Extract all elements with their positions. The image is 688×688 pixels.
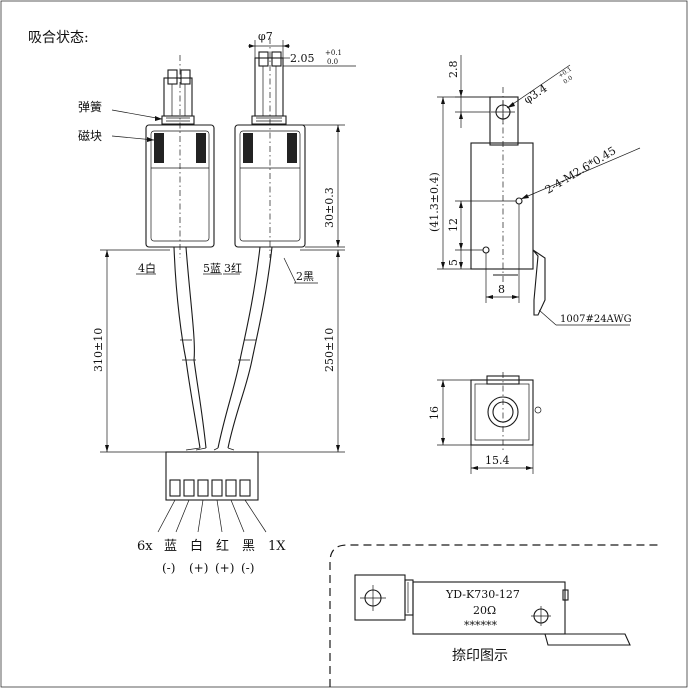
side-view xyxy=(470,87,546,316)
connector xyxy=(157,451,267,533)
d205-tol-up: +0.1 xyxy=(325,49,342,57)
print-illustration xyxy=(354,574,631,646)
pin2-label: 2黑 xyxy=(296,270,314,283)
magnet-label: 磁块 xyxy=(78,128,102,143)
d205-tol-dn: 0.0 xyxy=(327,58,338,66)
conn-name-black: 黑 xyxy=(242,539,255,554)
dim-12 xyxy=(455,200,516,251)
conn-name-red: 红 xyxy=(216,538,229,554)
m26-leader xyxy=(520,147,641,200)
spring-label: 弹簧 xyxy=(78,99,102,114)
dim-41.3 xyxy=(437,96,490,270)
right-solenoid xyxy=(234,38,306,258)
d250-label: 250±10 xyxy=(323,328,336,372)
d28-label: 2.8 xyxy=(447,61,460,79)
dim-250 xyxy=(258,249,345,453)
dim-310 xyxy=(100,249,170,453)
print-caption: 捺印图示 xyxy=(452,648,508,664)
print-model: YD-K730-127 xyxy=(445,588,520,601)
d30-label: 30±0.3 xyxy=(323,187,336,228)
polarity-blue: (-) xyxy=(162,561,175,575)
d8-label: 8 xyxy=(498,283,505,296)
conn-name-white: 白 xyxy=(190,538,203,554)
wire-label: 1007#24AWG xyxy=(560,314,632,325)
m26-label: 2-4-M2.6*0.45 xyxy=(543,144,618,196)
front-view xyxy=(470,372,542,452)
left-solenoid xyxy=(145,55,215,258)
wire-leader xyxy=(538,309,557,326)
d12-label: 12 xyxy=(447,218,460,232)
d205-label: 2.05 xyxy=(290,52,315,65)
phi34-tol-dn: 0.0 xyxy=(562,74,574,85)
phi34-leader xyxy=(506,64,571,109)
pin3-label: 3红 xyxy=(224,262,242,275)
polarity-black: (-) xyxy=(241,561,254,575)
d154-label: 15.4 xyxy=(485,454,510,467)
dim-30 xyxy=(285,124,345,248)
dim-5 xyxy=(459,250,463,269)
title: 吸合状态: xyxy=(28,30,89,46)
d16-label: 16 xyxy=(428,406,441,420)
conn-name-1x: 1X xyxy=(268,539,286,554)
conn-name-blue: 蓝 xyxy=(164,539,177,554)
conn-name-6x: 6x xyxy=(137,539,153,554)
phi7-label: φ7 xyxy=(258,30,273,43)
polarity-red: (+) xyxy=(215,561,234,575)
wire-bundle xyxy=(173,246,273,451)
top-dimensions xyxy=(248,40,356,67)
print-ohm: 20Ω xyxy=(473,604,496,617)
pin4-label: 4白 xyxy=(138,261,156,275)
dim-8 xyxy=(485,204,520,303)
spring-leader xyxy=(111,109,163,120)
dim-15.4 xyxy=(470,445,534,474)
polarity-white: (+) xyxy=(189,561,208,575)
d413-label: (41.3±0.4) xyxy=(428,172,441,232)
d5-label: 5 xyxy=(447,259,460,266)
dim-16 xyxy=(437,379,471,446)
pin5-label: 5蓝 xyxy=(203,262,221,275)
print-stars: ****** xyxy=(464,619,498,632)
dim-2.8 xyxy=(455,55,490,128)
d310-label: 310±10 xyxy=(92,328,105,372)
phi34-label: φ3.4 xyxy=(521,82,549,107)
